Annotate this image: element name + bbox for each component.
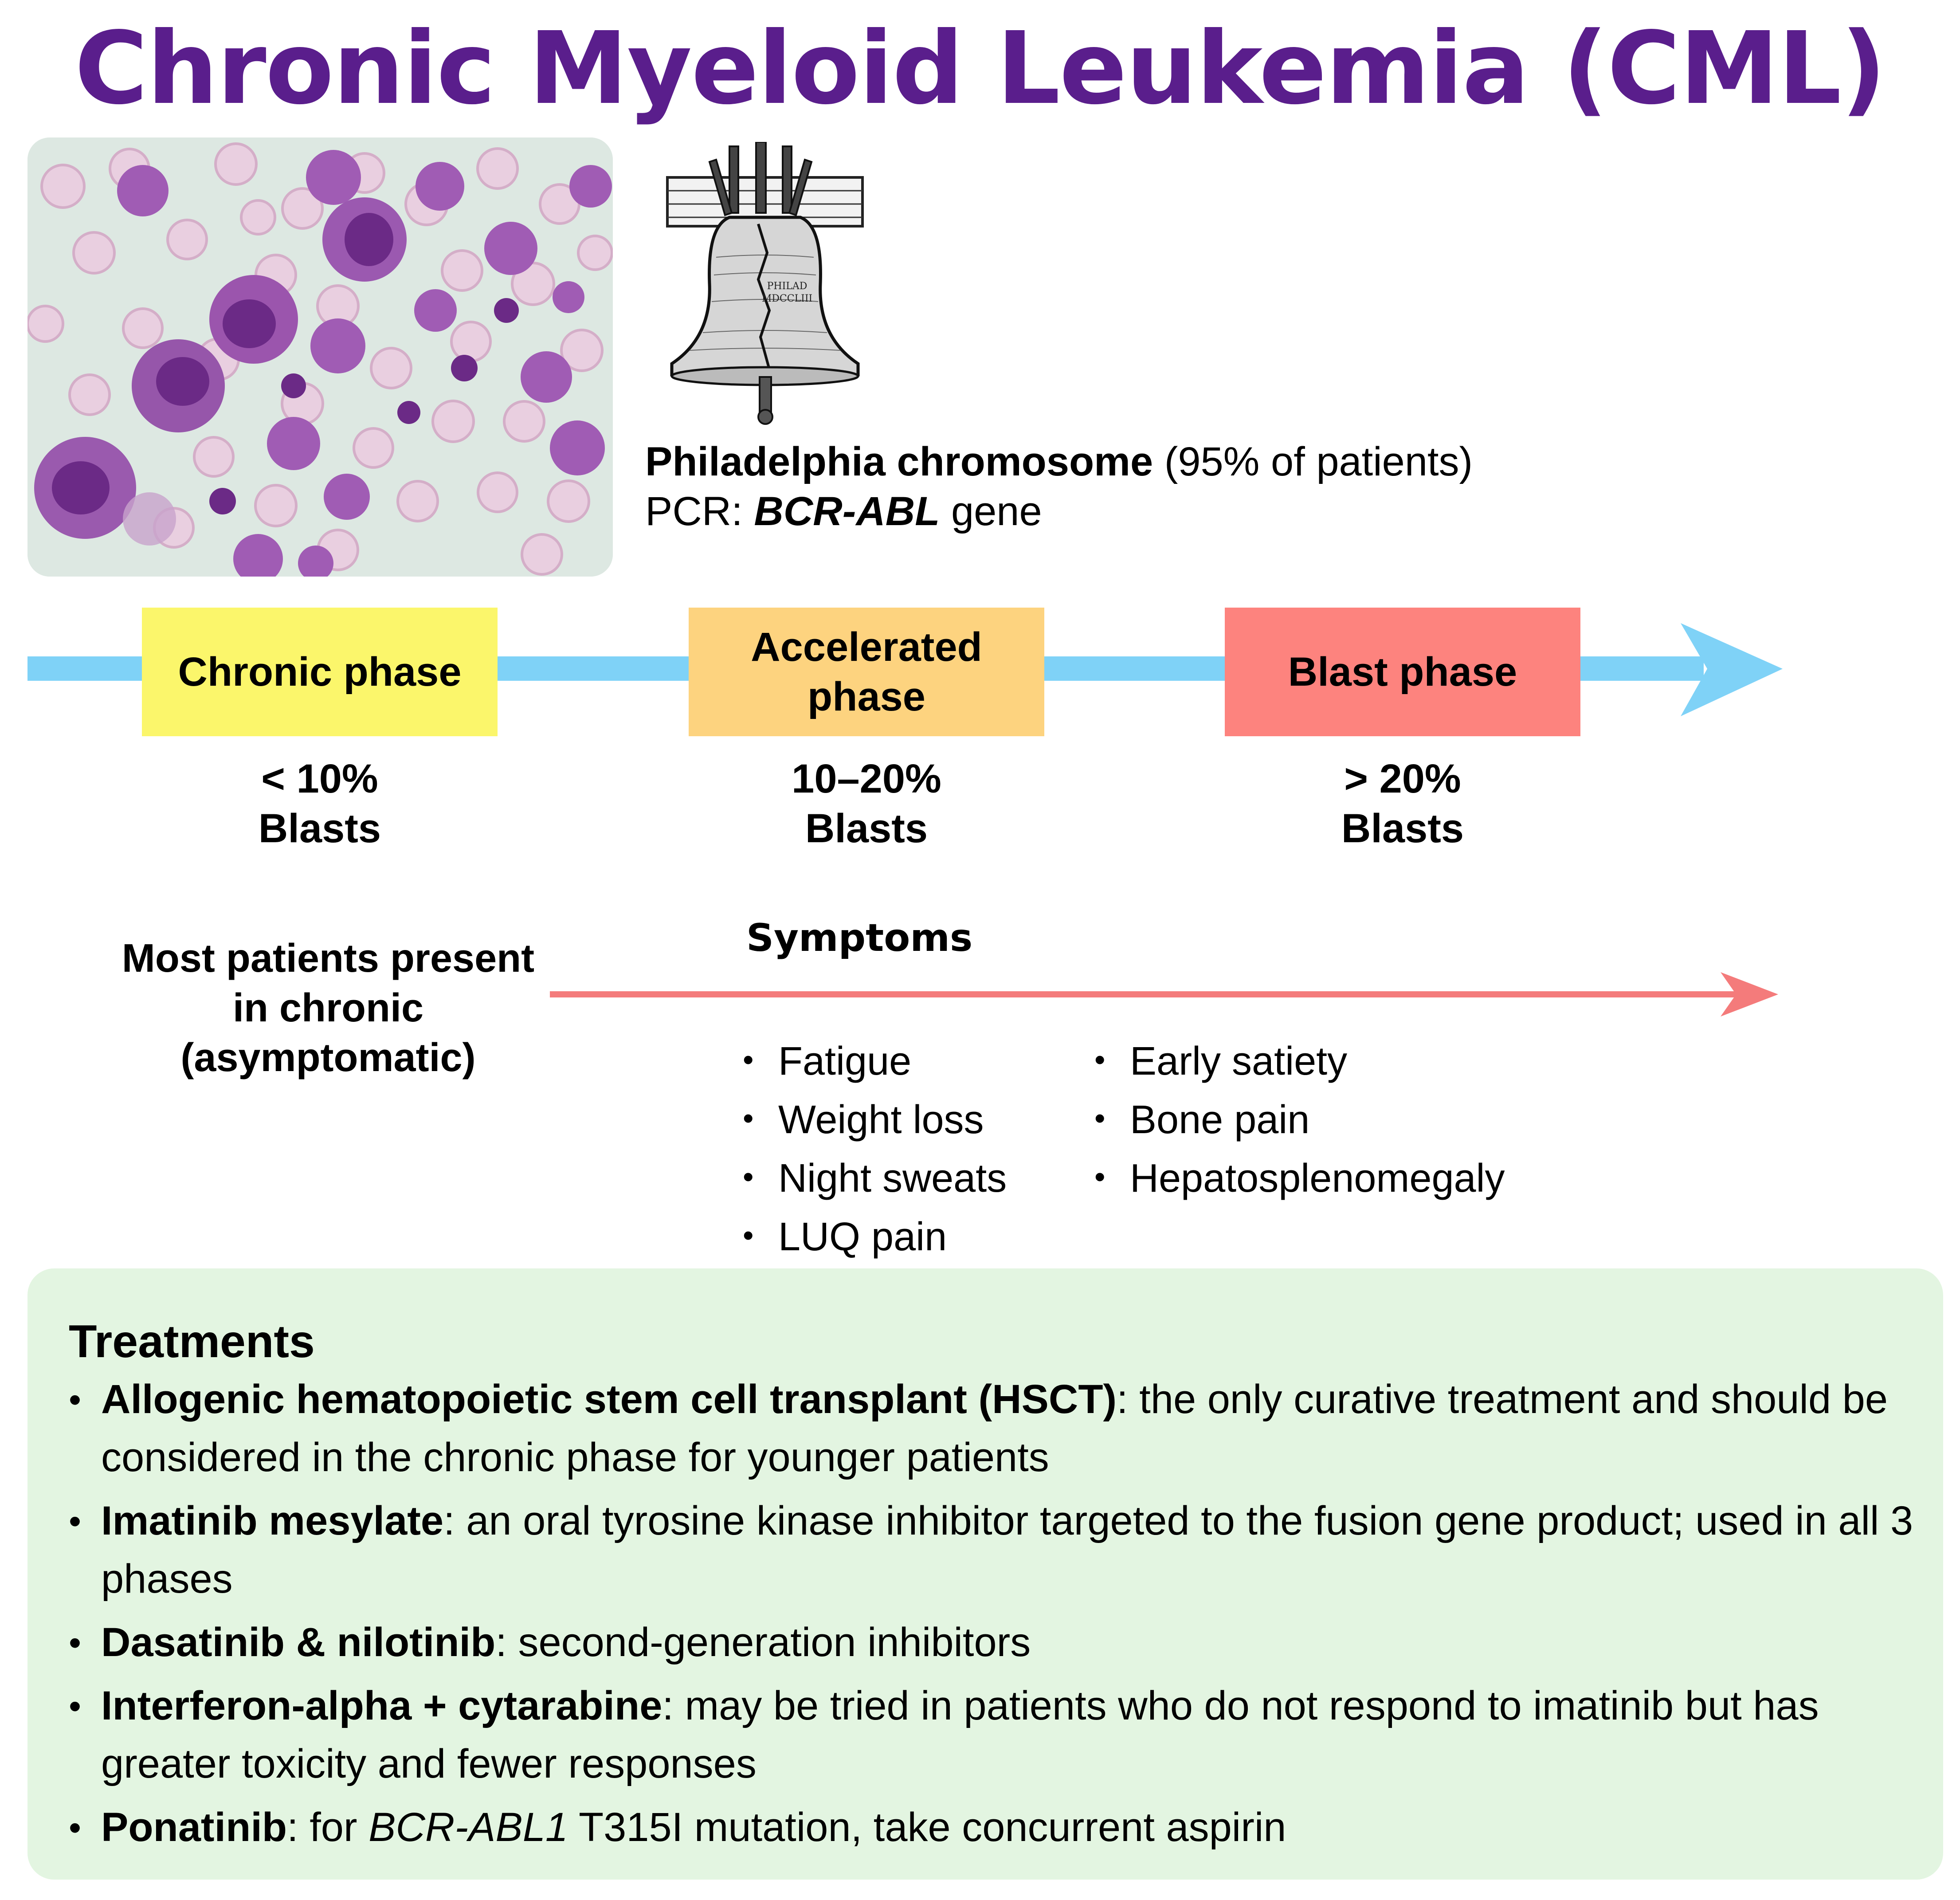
treatment-item: •Interferon-alpha + cytarabine: may be t… — [69, 1683, 1819, 1786]
treatment-item: •Allogenic hematopoietic stem cell trans… — [69, 1377, 1888, 1480]
blood-smear-micrograph — [27, 137, 613, 577]
gene-suffix: gene — [940, 489, 1042, 534]
philadelphia-line: Philadelphia chromosome (95% of patients… — [645, 437, 1473, 487]
blasts-value-accelerated: 10–20% — [792, 756, 941, 801]
symptom-item: •Fatigue — [743, 1039, 912, 1083]
pcr-prefix: PCR: — [645, 489, 754, 534]
symptom-item: •Night sweats — [743, 1156, 1007, 1201]
treatments-panel — [27, 1268, 1943, 1880]
philadelphia-chromosome-note: Philadelphia chromosome (95% of patients… — [645, 437, 1473, 536]
symptoms-arrow — [550, 972, 1778, 1017]
blasts-label-accelerated: Blasts — [805, 806, 928, 851]
philadelphia-label: Philadelphia chromosome — [645, 439, 1153, 484]
phase-label-accelerated: Accelerated phase — [751, 624, 982, 719]
phase-label-chronic: Chronic phase — [178, 649, 462, 695]
treatment-item: •Dasatinib & nilotinib: second-generatio… — [69, 1620, 1031, 1665]
phase-box-chronic: Chronic phase — [142, 608, 498, 736]
treatment-item: •Imatinib mesylate: an oral tyrosine kin… — [69, 1498, 1913, 1602]
symptoms-list-2: •Early satiety •Bone pain •Hepatosplenom… — [1094, 1031, 1505, 1207]
bell-inscription-1: PHILAD — [767, 281, 808, 292]
phase-label-blast: Blast phase — [1288, 649, 1517, 695]
symptoms-list-1: •Fatigue •Weight loss •Night sweats •LUQ… — [743, 1031, 1007, 1265]
blasts-chronic: < 10% Blasts — [142, 754, 498, 853]
philadelphia-percent: (95% of patients) — [1153, 439, 1473, 484]
symptom-item: •Bone pain — [1094, 1098, 1310, 1142]
symptom-item: •Early satiety — [1094, 1039, 1348, 1083]
symptom-item: •LUQ pain — [743, 1215, 947, 1259]
bell-inscription-2: MDCCLIII — [762, 293, 813, 304]
symptom-item: •Hepatosplenomegaly — [1094, 1156, 1505, 1201]
phase-box-blast: Blast phase — [1225, 608, 1580, 736]
pcr-line: PCR: BCR-ABL gene — [645, 487, 1473, 536]
blasts-accelerated: 10–20% Blasts — [689, 754, 1044, 853]
presentation-note: Most patients present in chronic (asympt… — [122, 936, 535, 1080]
symptoms-title: Symptoms — [746, 916, 973, 960]
liberty-bell-illustration: PHILAD MDCCLIII — [654, 141, 876, 426]
treatments-title: Treatments — [69, 1316, 315, 1367]
blasts-blast: > 20% Blasts — [1225, 754, 1580, 853]
blasts-value-chronic: < 10% — [261, 756, 378, 801]
phase-box-accelerated: Accelerated phase — [689, 608, 1044, 736]
treatments-list: •Allogenic hematopoietic stem cell trans… — [69, 1370, 1922, 1862]
blasts-label-chronic: Blasts — [258, 806, 381, 851]
treatment-item: •Ponatinib: for BCR-ABL1 T315I mutation,… — [69, 1805, 1286, 1850]
blasts-value-blast: > 20% — [1344, 756, 1461, 801]
blasts-label-blast: Blasts — [1341, 806, 1464, 851]
symptom-item: •Weight loss — [743, 1098, 984, 1142]
bcr-abl-gene: BCR-ABL — [754, 489, 940, 534]
page-title: Chronic Myeloid Leukemia (CML) — [74, 11, 1886, 127]
